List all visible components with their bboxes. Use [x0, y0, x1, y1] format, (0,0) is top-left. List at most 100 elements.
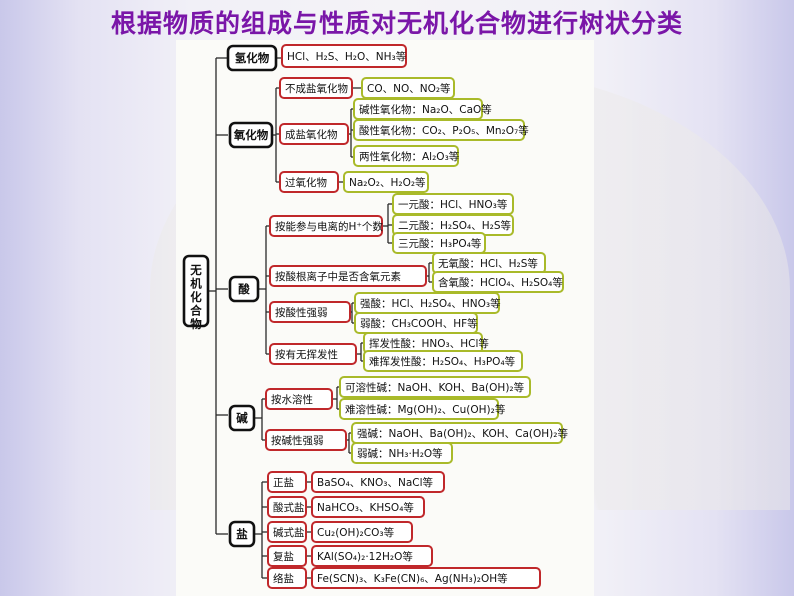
- base-by-solubility-node: 按水溶性: [265, 388, 333, 410]
- nonvolatile-acid-item: 难挥发性酸：H₂SO₄、H₃PO₄等: [363, 350, 523, 372]
- insoluble-base-item: 难溶性碱：Mg(OH)₂、Cu(OH)₂等: [339, 398, 506, 420]
- oxide-non-salt-examples: CO、NO、NO₂等: [361, 77, 455, 99]
- salt-type-2-examples-label: Cu₂(OH)₂CO₃等: [317, 526, 395, 539]
- salt-type-3-examples-frame: [311, 545, 433, 567]
- salt-type-4-node-label: 络盐: [273, 572, 294, 585]
- salt-type-1-examples: NaHCO₃、KHSO₄等: [311, 496, 425, 518]
- salt-type-4-examples-label: Fe(SCN)₃、K₃Fe(CN)₆、Ag(NH₃)₂OH等: [317, 572, 508, 585]
- nonvolatile-acid-item-label: 难挥发性酸：H₂SO₄、H₃PO₄等: [369, 355, 516, 368]
- salt-type-4-examples: Fe(SCN)₃、K₃Fe(CN)₆、Ag(NH₃)₂OH等: [311, 567, 541, 589]
- weak-base-item-frame: [351, 442, 453, 464]
- volatile-acid-item: 挥发性酸：HNO₃、HCl等: [363, 332, 489, 354]
- nonvolatile-acid-item-frame: [363, 350, 523, 372]
- strong-base-item-frame: [351, 422, 563, 444]
- oxyacid-item-label: 含氧酸：HClO₄、H₂SO₄等: [438, 276, 563, 289]
- acid-by-strength-node-label: 按酸性强弱: [275, 306, 328, 319]
- acidic-oxide-item: 酸性氧化物：CO₂、P₂O₅、Mn₂O₇等: [353, 119, 529, 141]
- strong-base-item-label: 强碱：NaOH、Ba(OH)₂、KOH、Ca(OH)₂等: [357, 427, 568, 440]
- hydride-examples: HCl、H₂S、H₂O、NH₃等: [281, 44, 407, 68]
- diprotic-acid-item-label: 二元酸：H₂SO₄、H₂S等: [398, 219, 512, 232]
- amphoteric-oxide-item-label: 两性氧化物：Al₂O₃等: [359, 150, 460, 163]
- salt-type-4-node: 络盐: [267, 567, 307, 589]
- acid-by-volatility-node: 按有无挥发性: [269, 343, 357, 365]
- acid-by-strength-node: 按酸性强弱: [269, 301, 351, 323]
- acid-node-label: 酸: [238, 282, 250, 296]
- root-node-frame: [182, 254, 210, 328]
- acidic-oxide-item-label: 酸性氧化物：CO₂、P₂O₅、Mn₂O₇等: [359, 124, 529, 137]
- acid-by-h-count-node-label: 按能参与电离的H⁺个数: [275, 220, 383, 233]
- salt-type-1-examples-label: NaHCO₃、KHSO₄等: [317, 501, 414, 514]
- strong-acid-item: 强酸：HCl、H₂SO₄、HNO₃等: [354, 292, 501, 314]
- salt-type-0-node-frame: [267, 471, 307, 493]
- salt-type-0-examples: BaSO₄、KNO₃、NaCl等: [311, 471, 445, 493]
- salt-type-3-node: 复盐: [267, 545, 307, 567]
- salt-type-2-node-frame: [267, 521, 307, 543]
- salt-type-0-examples-label: BaSO₄、KNO₃、NaCl等: [317, 476, 434, 489]
- diprotic-acid-item: 二元酸：H₂SO₄、H₂S等: [392, 214, 514, 236]
- salt-type-1-node: 酸式盐: [267, 496, 307, 518]
- oxide-node-label: 氧化物: [233, 128, 269, 142]
- salt-type-2-examples-frame: [311, 521, 413, 543]
- insoluble-base-item-frame: [339, 398, 499, 420]
- base-node-label: 碱: [236, 411, 248, 425]
- salt-type-3-node-label: 复盐: [273, 550, 294, 563]
- salt-node-frame: [228, 520, 256, 548]
- base-by-strength-node: 按碱性强弱: [265, 429, 347, 451]
- salt-type-3-node-frame: [267, 545, 307, 567]
- acid-by-oxygen-node-frame: [269, 265, 427, 287]
- oxide-non-salt-node-frame: [279, 77, 353, 99]
- oxygen-free-acid-item-label: 无氧酸：HCl、H₂S等: [438, 257, 538, 270]
- acid-by-oxygen-node: 按酸根离子中是否含氧元素: [269, 265, 427, 287]
- monoprotic-acid-item: 一元酸：HCl、HNO₃等: [392, 193, 514, 215]
- monoprotic-acid-item-label: 一元酸：HCl、HNO₃等: [398, 198, 508, 211]
- peroxide-node-frame: [279, 171, 339, 193]
- acid-by-volatility-node-frame: [269, 343, 357, 365]
- oxide-salt-forming-node-label: 成盐氧化物: [285, 128, 338, 141]
- soluble-base-item-label: 可溶性碱：NaOH、KOH、Ba(OH)₂等: [345, 381, 525, 394]
- basic-oxide-item: 碱性氧化物：Na₂O、CaO等: [353, 98, 492, 120]
- acid-by-oxygen-node-label: 按酸根离子中是否含氧元素: [275, 270, 401, 283]
- salt-type-2-node-label: 碱式盐: [273, 526, 305, 539]
- salt-type-2-examples: Cu₂(OH)₂CO₃等: [311, 521, 413, 543]
- hydride-examples-frame: [281, 44, 407, 68]
- hydride-node: 氢化物: [226, 44, 278, 72]
- root-node: 无机化合物: [182, 254, 210, 331]
- base-by-strength-node-label: 按碱性强弱: [271, 434, 324, 447]
- acid-node: 酸: [228, 275, 260, 303]
- peroxide-node-label: 过氧化物: [285, 176, 327, 189]
- weak-acid-item-label: 弱酸：CH₃COOH、HF等: [360, 317, 478, 330]
- soluble-base-item: 可溶性碱：NaOH、KOH、Ba(OH)₂等: [339, 376, 531, 398]
- salt-type-0-node: 正盐: [267, 471, 307, 493]
- salt-type-1-node-frame: [267, 496, 307, 518]
- salt-type-0-node-label: 正盐: [273, 476, 294, 489]
- peroxide-examples-frame: [343, 171, 429, 193]
- salt-type-3-examples-label: KAl(SO₄)₂·12H₂O等: [317, 550, 413, 563]
- hydride-node-label: 氢化物: [235, 51, 270, 65]
- triprotic-acid-item: 三元酸：H₃PO₄等: [392, 232, 486, 254]
- strong-acid-item-label: 强酸：HCl、H₂SO₄、HNO₃等: [360, 297, 501, 310]
- weak-base-item: 弱碱：NH₃·H₂O等: [351, 442, 453, 464]
- salt-node-label: 盐: [236, 527, 248, 541]
- base-by-solubility-node-label: 按水溶性: [271, 393, 313, 406]
- amphoteric-oxide-item: 两性氧化物：Al₂O₃等: [353, 145, 460, 167]
- oxide-node-frame: [228, 121, 274, 149]
- acid-by-h-count-node: 按能参与电离的H⁺个数: [269, 215, 383, 237]
- page-title: 根据物质的组成与性质对无机化合物进行树状分类: [110, 9, 683, 38]
- peroxide-examples-label: Na₂O₂、H₂O₂等: [349, 176, 426, 189]
- salt-type-1-node-label: 酸式盐: [273, 501, 305, 514]
- acid-by-strength-node-frame: [269, 301, 351, 323]
- hydride-examples-label: HCl、H₂S、H₂O、NH₃等: [287, 50, 407, 63]
- salt-type-1-examples-frame: [311, 496, 425, 518]
- oxide-node: 氧化物: [228, 121, 274, 149]
- base-by-strength-node-frame: [265, 429, 347, 451]
- salt-type-3-examples: KAl(SO₄)₂·12H₂O等: [311, 545, 433, 567]
- oxide-non-salt-examples-label: CO、NO、NO₂等: [367, 82, 451, 95]
- salt-node: 盐: [228, 520, 256, 548]
- oxyacid-item-frame: [432, 271, 564, 293]
- root-node-label: 无机化合物: [189, 263, 202, 331]
- hydride-node-frame: [226, 44, 278, 72]
- triprotic-acid-item-label: 三元酸：H₃PO₄等: [398, 237, 482, 250]
- acid-node-frame: [228, 275, 260, 303]
- acidic-oxide-item-frame: [353, 119, 525, 141]
